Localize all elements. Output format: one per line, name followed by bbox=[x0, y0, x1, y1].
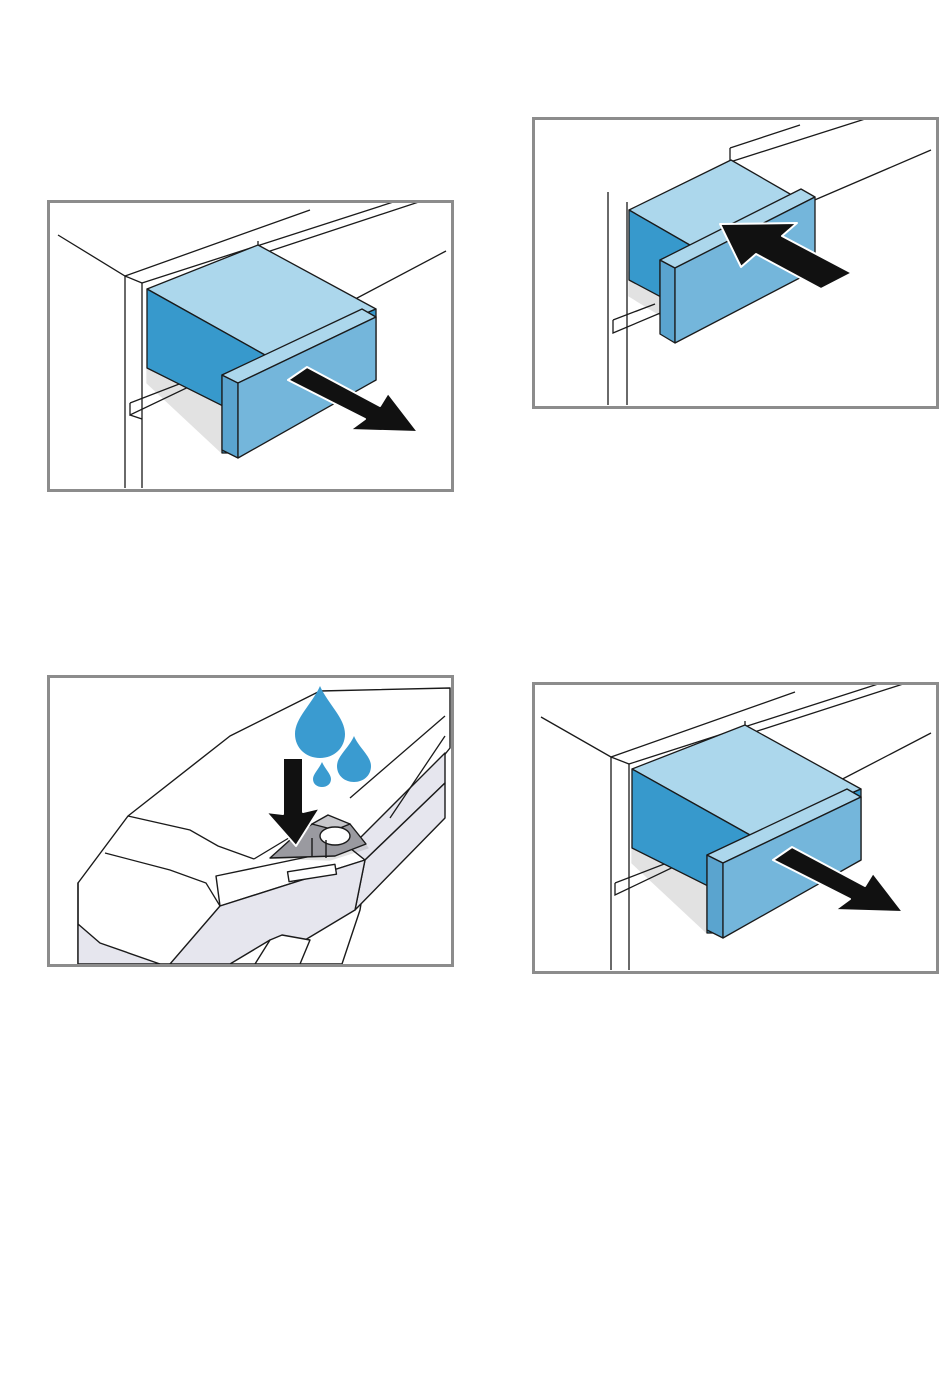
drawer-illustration bbox=[535, 120, 936, 406]
drawer-illustration bbox=[50, 203, 451, 489]
figure-pull-out-drawer-again bbox=[532, 682, 939, 974]
figure-push-in-drawer bbox=[532, 117, 939, 409]
figure-fill-detergent bbox=[47, 675, 454, 967]
drawer-illustration bbox=[535, 685, 936, 971]
detergent-dispenser bbox=[78, 688, 450, 964]
dispenser-illustration bbox=[50, 678, 451, 964]
detergent-drawer bbox=[632, 725, 861, 938]
figure-pull-out-drawer bbox=[47, 200, 454, 492]
detergent-drawer bbox=[147, 245, 376, 458]
